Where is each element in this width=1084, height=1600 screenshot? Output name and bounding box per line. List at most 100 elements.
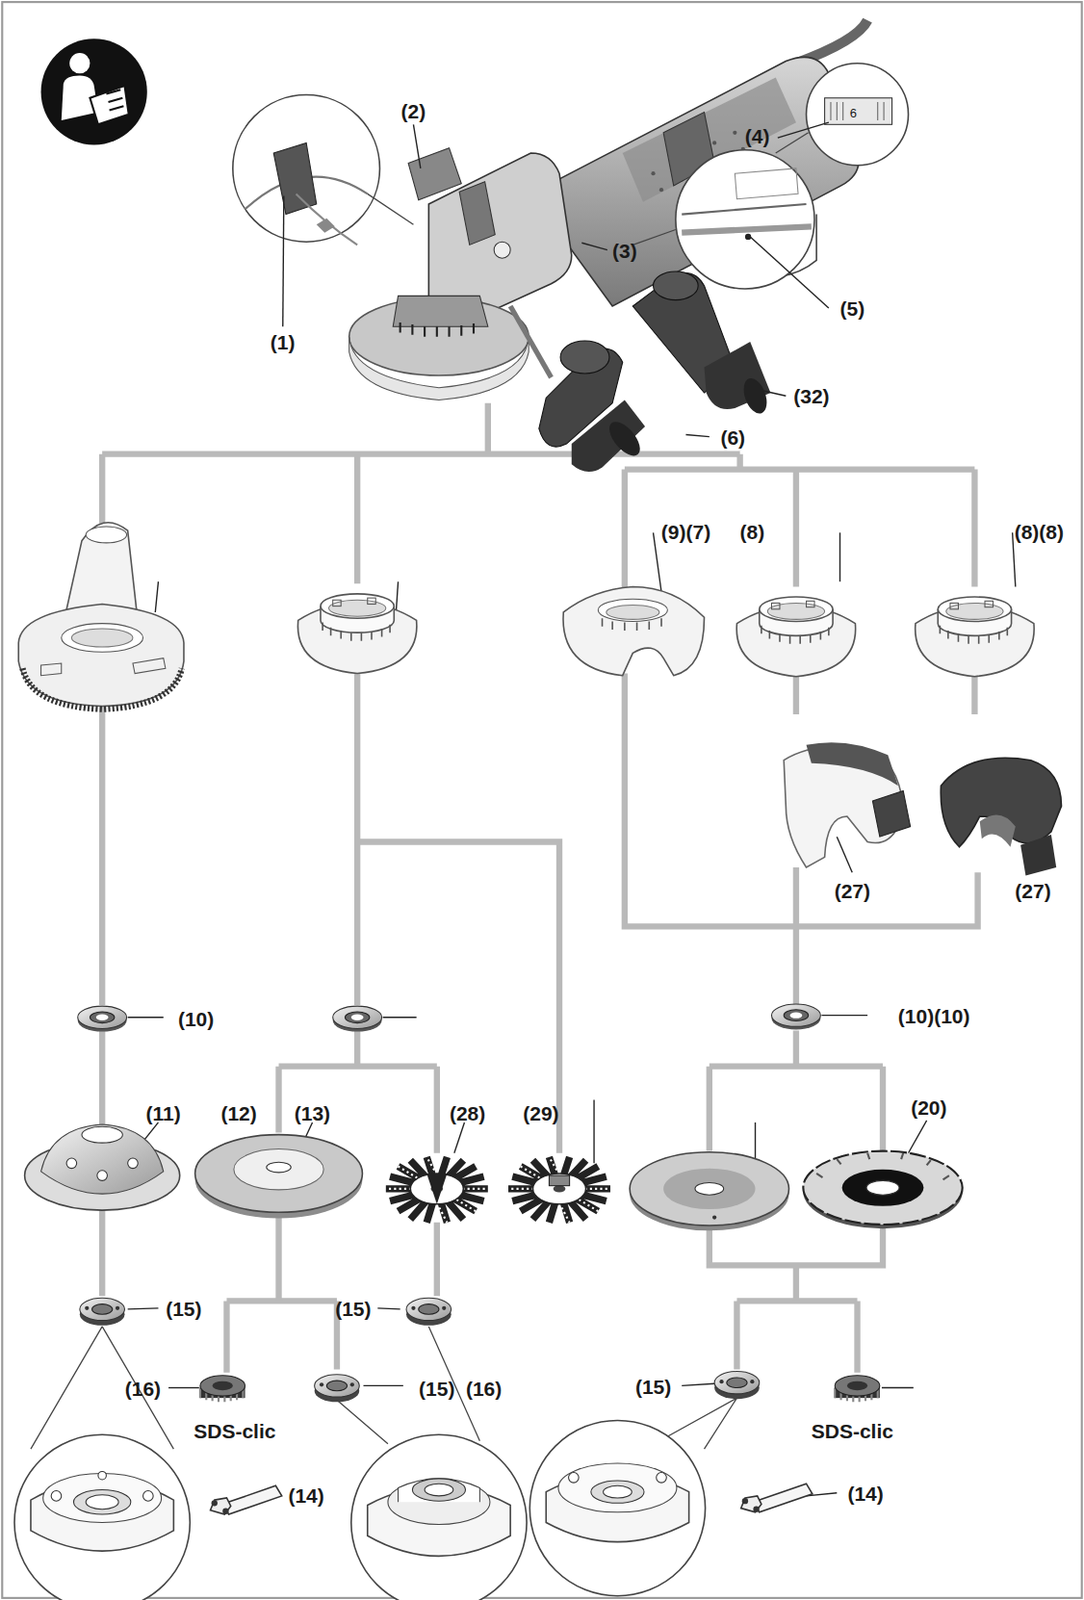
- cup-wheel: [128, 1158, 139, 1169]
- wire-brush: [508, 1157, 611, 1223]
- tree-line: [102, 403, 975, 603]
- dust-guard: [61, 623, 144, 653]
- manual-icon: [105, 89, 124, 110]
- leader-line: [881, 1387, 914, 1389]
- callout-number: (11): [146, 1102, 181, 1123]
- clamping-nut: [79, 1297, 880, 1402]
- dial-number: 6: [850, 105, 857, 119]
- leader-line: [454, 1122, 465, 1154]
- detail-zoom: [14, 1434, 190, 1600]
- detail-zoom: [85, 1495, 119, 1510]
- detail-zoom: [351, 1434, 527, 1600]
- detail-zoom: [825, 98, 893, 126]
- pin-wrench: [210, 1485, 283, 1515]
- detail-zoom: [632, 229, 676, 245]
- cutting-guard: [563, 586, 705, 675]
- leader-line: [777, 122, 829, 138]
- detail-zoom: [98, 1471, 106, 1479]
- detail-zoom: [681, 204, 806, 215]
- leader-line: [763, 390, 786, 396]
- angle-grinder: [400, 322, 474, 337]
- leader-line: [821, 1014, 868, 1016]
- leader-line: [128, 1016, 164, 1018]
- grinding-disc: [233, 1149, 324, 1190]
- callout-number: (16): [125, 1377, 161, 1398]
- detail-zoom: [143, 1491, 155, 1502]
- callout-number: (4): [745, 126, 771, 147]
- cutting-guard: [563, 586, 705, 675]
- leader-line: [653, 532, 662, 592]
- cutting-disc: [629, 1152, 789, 1226]
- detail-zoom: [367, 193, 414, 225]
- angle-grinder: [650, 171, 655, 176]
- side-handle: [571, 400, 646, 473]
- wire-brush: [426, 1173, 447, 1205]
- side-handle: [560, 340, 610, 374]
- mounting-flange: [333, 1006, 383, 1032]
- cutting-attachment: [1020, 834, 1057, 876]
- callout-number: (12): [220, 1102, 257, 1123]
- tree-line: [226, 668, 560, 1372]
- cutting-attachment: [783, 742, 1061, 876]
- cup-wheel: [41, 1124, 164, 1194]
- clamping-nut: [79, 1297, 126, 1326]
- detail-zoom: [603, 1485, 633, 1498]
- callout-number: (15): [418, 1377, 455, 1398]
- callout-number: (14): [847, 1483, 883, 1504]
- detail-zoom: [681, 226, 812, 233]
- callout-number: (14): [287, 1485, 324, 1506]
- detail-zoom: [296, 193, 359, 245]
- grinding-disc: [195, 1135, 363, 1214]
- diamond-disc: [816, 1153, 950, 1181]
- angle-grinder: [493, 241, 511, 259]
- angle-grinder: [349, 336, 530, 401]
- detail-zoom: [232, 95, 381, 243]
- cup-wheel: [81, 1126, 123, 1143]
- manual-icon: [41, 38, 148, 145]
- callout-number: (13): [294, 1102, 331, 1123]
- detail-zoom: [30, 1326, 174, 1449]
- leader-line: [363, 1385, 404, 1387]
- detail-zoom: [273, 142, 317, 214]
- side-handle: [510, 306, 551, 378]
- detail-zoom: [558, 1463, 677, 1513]
- wire-brush: [548, 1175, 569, 1187]
- leader-line: [383, 1016, 417, 1018]
- leader-line: [128, 122, 1032, 1500]
- cutting-guard: [606, 605, 660, 620]
- leader-line: [836, 836, 852, 873]
- callout-number: (8): [740, 521, 766, 542]
- brand-label: SDS-clic: [193, 1420, 276, 1442]
- clamping-nut: [714, 1371, 760, 1400]
- mounting-flange: [77, 1004, 822, 1033]
- brand-label: SDS-clic: [811, 1420, 894, 1442]
- leader-line: [681, 1383, 715, 1386]
- leader-line: [908, 1120, 928, 1154]
- clamping-nut: [314, 1374, 361, 1403]
- side-handle: [603, 416, 646, 462]
- callout-number: (28): [449, 1102, 486, 1123]
- detail-zoom: [51, 1491, 62, 1502]
- wire-brush: [386, 1157, 489, 1223]
- clamping-nut: [406, 1297, 452, 1326]
- protective-guard: [736, 596, 855, 677]
- cup-wheel: [66, 1158, 78, 1169]
- callout-number: (20): [910, 1097, 947, 1118]
- leader-line: [839, 532, 841, 582]
- callout-number: (32): [793, 386, 829, 407]
- dust-guard: [41, 658, 166, 676]
- side-handle: [632, 271, 772, 417]
- leader-line: [581, 242, 607, 250]
- callout-number: (8)(8): [1014, 521, 1064, 542]
- clamping-nut: [200, 1375, 246, 1403]
- leader-line: [283, 196, 284, 328]
- dust-guard: [18, 522, 184, 710]
- detail-zoom: [73, 1490, 130, 1515]
- detail-zoom: [43, 1473, 162, 1523]
- leader-line: [593, 1100, 594, 1164]
- cutting-attachment: [806, 742, 899, 786]
- detail-zoom: [568, 1472, 580, 1484]
- leader-line: [754, 1122, 756, 1159]
